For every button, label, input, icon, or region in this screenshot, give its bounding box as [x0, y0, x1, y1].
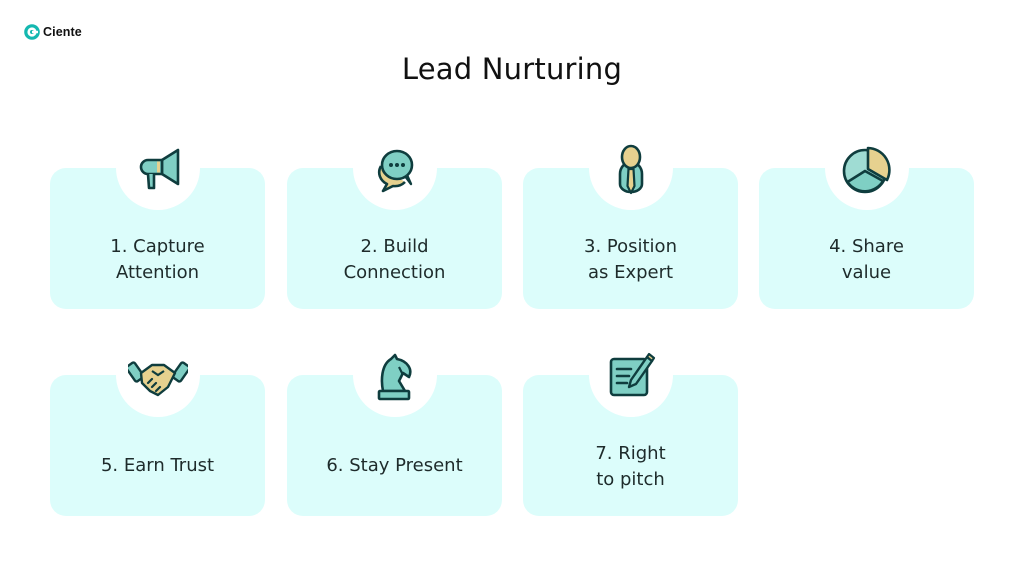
megaphone-icon	[132, 144, 184, 196]
step-card-share-value: 4. Share value	[759, 126, 974, 309]
step-card-capture-attention: 1. Capture Attention	[50, 126, 265, 309]
chess-knight-icon	[369, 351, 421, 403]
step-label: 1. Capture Attention	[110, 236, 205, 283]
brand-logo: Ciente	[24, 24, 82, 40]
brand-name: Ciente	[43, 25, 82, 39]
page-title: Lead Nurturing	[401, 52, 623, 86]
step-label: 3. Position as Expert	[584, 236, 677, 283]
step-card-stay-present: 6. Stay Present	[287, 333, 502, 516]
step-label: 7. Right to pitch	[595, 443, 666, 490]
step-label: 2. Build Connection	[343, 236, 446, 283]
ciente-logo-icon	[24, 24, 40, 40]
pie-chart-icon	[841, 144, 893, 196]
handshake-icon	[127, 351, 188, 403]
step-card-build-connection: 2. Build Connection	[287, 126, 502, 309]
step-label: 4. Share value	[829, 236, 904, 283]
expert-person-icon	[605, 144, 657, 196]
step-card-right-to-pitch: 7. Right to pitch	[523, 333, 738, 516]
step-card-earn-trust: 5. Earn Trust	[50, 333, 265, 516]
chat-bubbles-icon	[369, 144, 421, 196]
step-label: 6. Stay Present	[326, 455, 463, 476]
step-label: 5. Earn Trust	[100, 455, 215, 476]
step-card-position-as-expert: 3. Position as Expert	[523, 126, 738, 309]
note-pencil-icon	[605, 351, 657, 403]
